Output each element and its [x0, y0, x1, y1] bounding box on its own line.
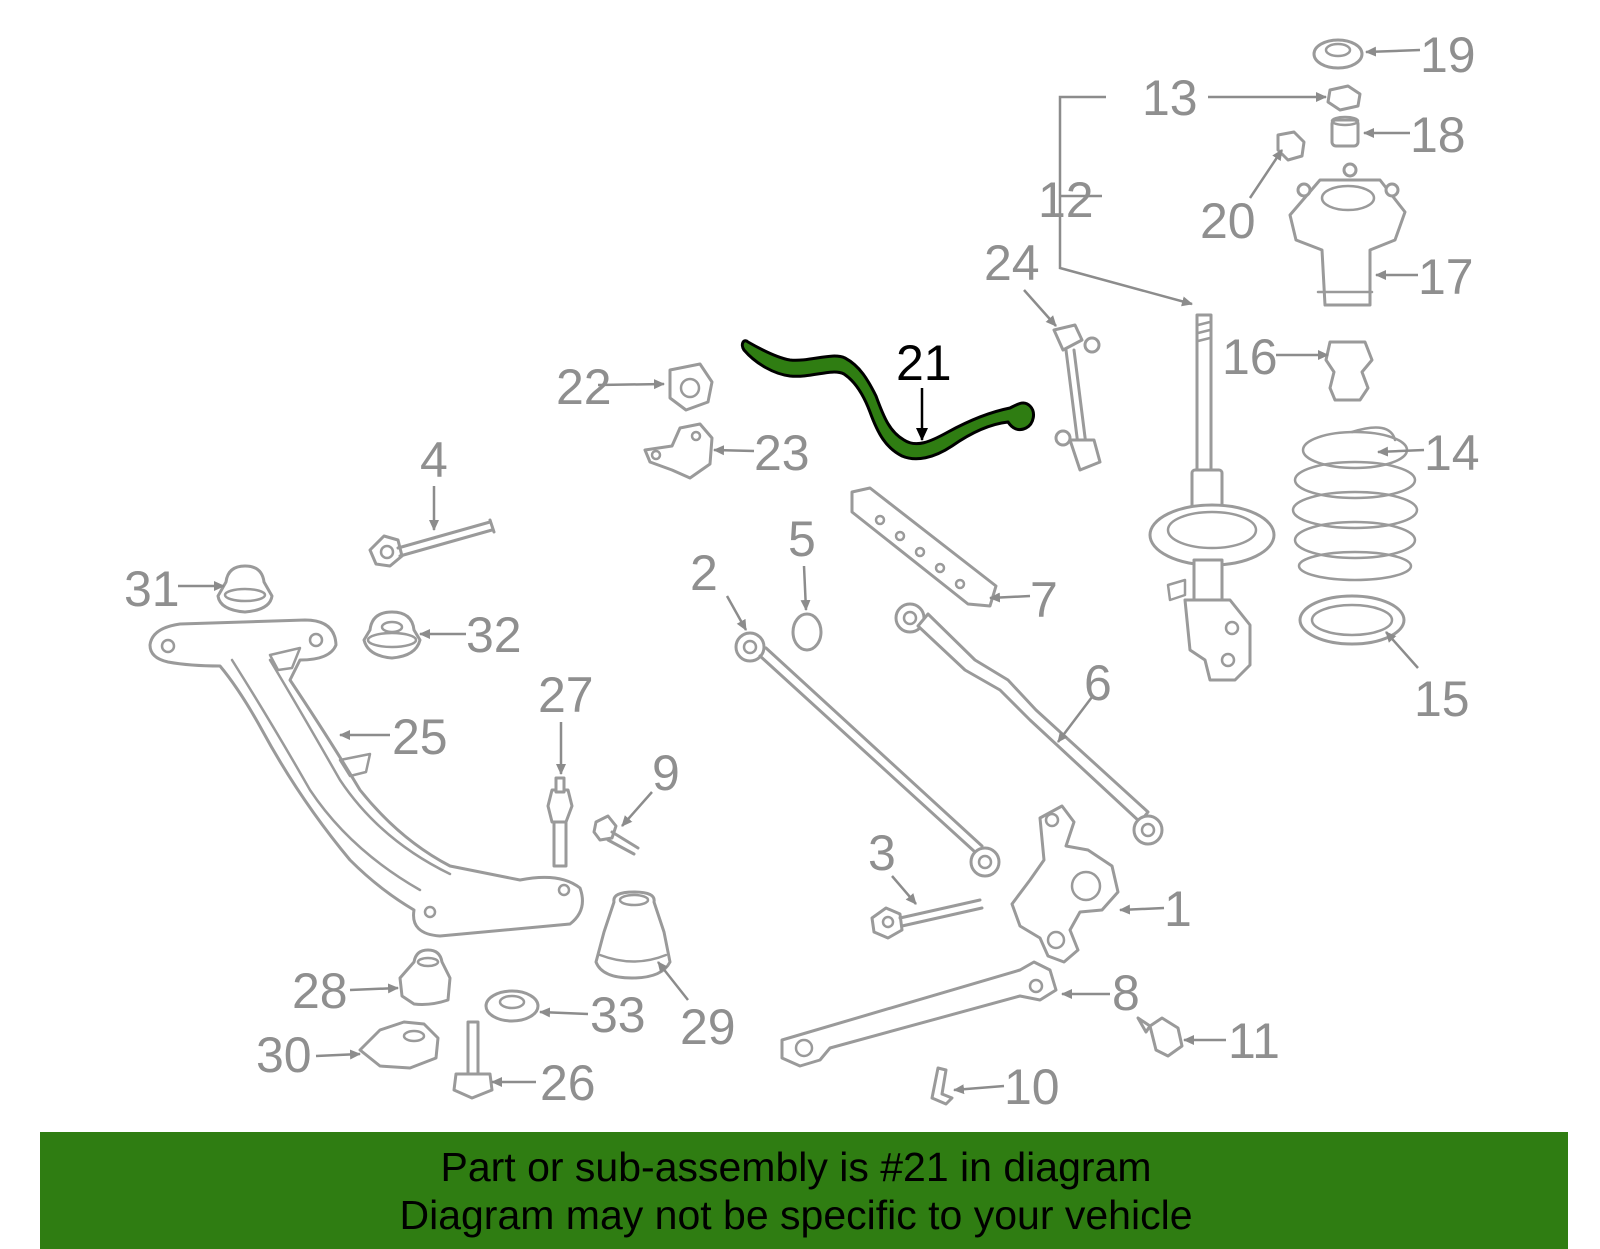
callout-14: 14 — [1424, 425, 1480, 481]
part-3-bolt[interactable] — [870, 898, 984, 940]
part-1-knuckle[interactable] — [1010, 804, 1120, 964]
callout-15: 15 — [1414, 671, 1470, 727]
callout-16: 16 — [1222, 329, 1278, 385]
callout-27: 27 — [538, 667, 594, 723]
part-33-washer[interactable] — [484, 989, 540, 1023]
part-16-bump-stop[interactable] — [1324, 340, 1374, 402]
part-13-nut[interactable] — [1326, 84, 1362, 112]
part-20-nut[interactable] — [1276, 130, 1306, 162]
part-4-bolt[interactable] — [368, 518, 496, 568]
callout-12: 12 — [1038, 172, 1094, 228]
part-19-cap[interactable] — [1312, 38, 1364, 70]
part-12-strut[interactable] — [1148, 313, 1276, 682]
callout-10: 10 — [1004, 1059, 1060, 1115]
part-27-stud[interactable] — [546, 776, 574, 868]
part-5-washer[interactable] — [791, 612, 823, 652]
callout-18: 18 — [1410, 107, 1466, 163]
part-2-control-arm[interactable] — [734, 631, 1001, 878]
part-14-coil-spring[interactable] — [1291, 426, 1419, 582]
part-11-ball-joint[interactable] — [1136, 1016, 1184, 1058]
callout-8: 8 — [1112, 965, 1140, 1021]
callout-21: 21 — [896, 335, 952, 391]
callout-11: 11 — [1228, 1013, 1280, 1069]
callout-32: 32 — [466, 607, 522, 663]
callout-2: 2 — [690, 545, 718, 601]
callout-7: 7 — [1030, 572, 1058, 628]
part-32-bushing[interactable] — [362, 610, 422, 660]
callout-30: 30 — [256, 1027, 312, 1083]
part-30-mount[interactable] — [358, 1020, 440, 1070]
callout-26: 26 — [540, 1055, 596, 1111]
part-28-bushing[interactable] — [398, 948, 452, 1006]
callout-13: 13 — [1142, 70, 1198, 126]
part-23-bracket[interactable] — [643, 422, 714, 480]
part-29-bushing[interactable] — [594, 890, 672, 980]
part-17-strut-mount[interactable] — [1288, 162, 1407, 307]
part-18-bushing[interactable] — [1330, 115, 1360, 148]
part-7-plate[interactable] — [850, 486, 998, 608]
callout-17: 17 — [1418, 249, 1474, 305]
callout-29: 29 — [680, 999, 736, 1055]
part-6-adjustable-arm[interactable] — [894, 602, 1164, 846]
callout-5: 5 — [788, 511, 816, 567]
callout-24: 24 — [984, 235, 1040, 291]
callout-4: 4 — [420, 432, 448, 488]
callout-9: 9 — [652, 745, 680, 801]
leader-lines — [178, 46, 1425, 1095]
part-31-bushing[interactable] — [216, 564, 274, 614]
callout-25: 25 — [392, 709, 448, 765]
callout-28: 28 — [292, 963, 348, 1019]
callout-19: 19 — [1420, 27, 1476, 83]
callout-22: 22 — [556, 359, 612, 415]
part-8-lower-arm[interactable] — [780, 960, 1058, 1068]
part-25-crossmember[interactable] — [148, 618, 584, 938]
banner-part-line: Part or sub-assembly is #21 in diagram — [440, 1144, 1152, 1190]
callout-labels: 19 13 18 12 20 17 24 16 14 15 21 22 23 4… — [124, 27, 1480, 1115]
callout-20: 20 — [1200, 193, 1256, 249]
callout-3: 3 — [868, 825, 896, 881]
part-10-clip[interactable] — [930, 1066, 954, 1106]
part-26-bolt[interactable] — [452, 1020, 494, 1100]
callout-33: 33 — [590, 987, 646, 1043]
part-22-bushing[interactable] — [668, 362, 714, 412]
info-banner: Part or sub-assembly is #21 in diagram D… — [40, 1132, 1568, 1249]
part-15-spring-seat[interactable] — [1298, 594, 1406, 646]
callout-6: 6 — [1084, 655, 1112, 711]
part-24-stabilizer-link[interactable] — [1052, 323, 1102, 472]
callout-31: 31 — [124, 561, 180, 617]
banner-disclaimer-line: Diagram may not be specific to your vehi… — [399, 1192, 1193, 1238]
part-9-bolt[interactable] — [592, 814, 640, 856]
callout-23: 23 — [754, 425, 810, 481]
callout-1: 1 — [1164, 881, 1192, 937]
part-21-stabilizer-bar[interactable] — [740, 339, 1035, 461]
